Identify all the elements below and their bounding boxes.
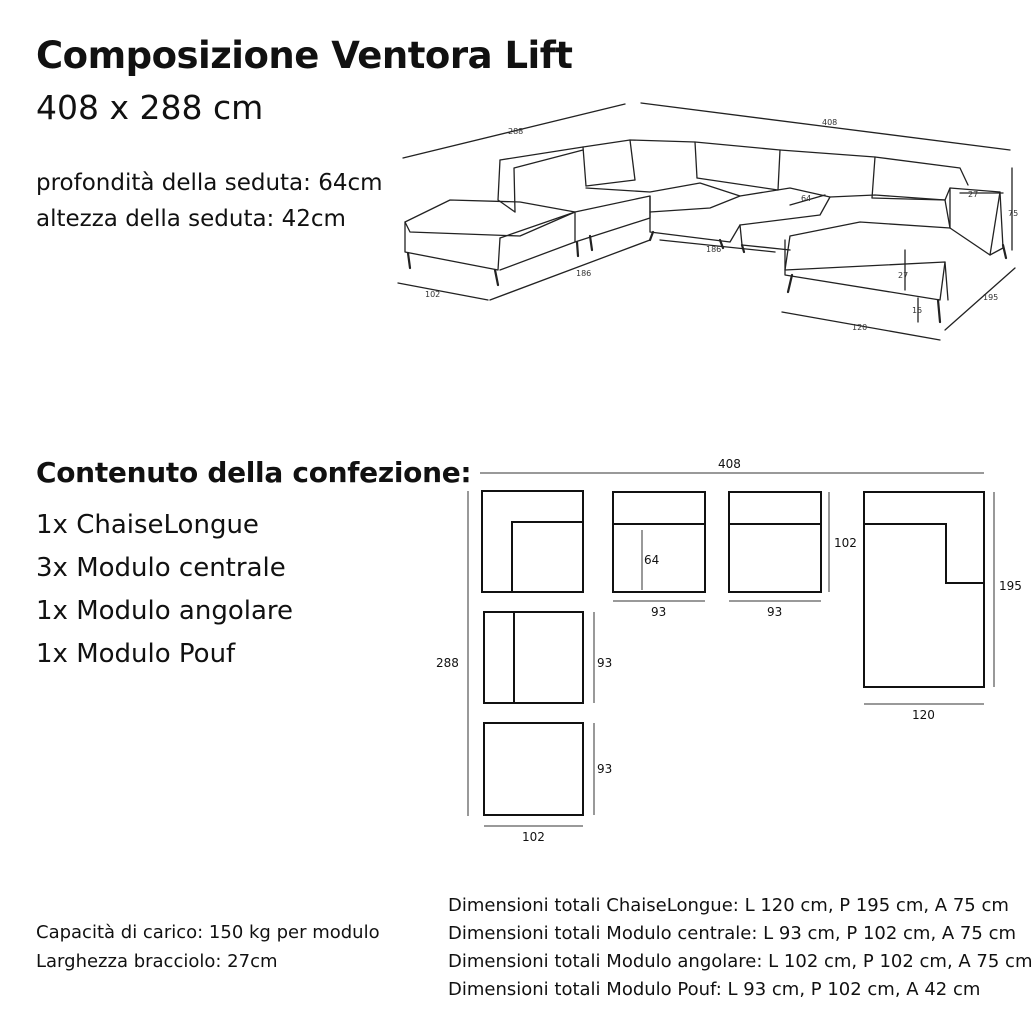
plan-dim-chaise-depth: 195 bbox=[999, 579, 1022, 593]
page-title: Composizione Ventora Lift bbox=[36, 34, 573, 77]
dims-pouf: Dimensioni totali Modulo Pouf: L 93 cm, … bbox=[448, 979, 981, 1000]
dims-corner: Dimensioni totali Modulo angolare: L 102… bbox=[448, 951, 1033, 972]
plan-dim-total-width: 408 bbox=[718, 457, 741, 471]
iso-dim-186a: 186 bbox=[576, 269, 591, 278]
load-capacity: Capacità di carico: 150 kg per modulo bbox=[36, 922, 380, 943]
plan-dim-pouf-height: 93 bbox=[597, 762, 612, 776]
dims-chaise: Dimensioni totali ChaiseLongue: L 120 cm… bbox=[448, 895, 1009, 916]
plan-dim-chaise-width: 120 bbox=[912, 708, 935, 722]
iso-dim-102: 102 bbox=[425, 290, 440, 299]
iso-dim-408: 408 bbox=[822, 118, 837, 127]
chaise-module bbox=[863, 491, 985, 688]
plan-dim-center1-width: 93 bbox=[651, 605, 666, 619]
plan-dim-center-depth: 102 bbox=[834, 536, 857, 550]
pouf-module bbox=[483, 722, 584, 816]
center-module-2 bbox=[728, 491, 822, 593]
package-item-pouf: 1x Modulo Pouf bbox=[36, 639, 236, 669]
package-item-chaise: 1x ChaiseLongue bbox=[36, 510, 259, 540]
iso-dim-15: 15 bbox=[912, 306, 922, 315]
package-item-corner: 1x Modulo angolare bbox=[36, 596, 294, 626]
seat-height-spec: altezza della seduta: 42cm bbox=[36, 206, 346, 232]
iso-dim-120: 120 bbox=[852, 323, 867, 332]
iso-dim-27-arm: 27 bbox=[968, 190, 978, 199]
center-module-3 bbox=[483, 611, 584, 704]
package-item-center: 3x Modulo centrale bbox=[36, 553, 286, 583]
iso-dim-288: 288 bbox=[508, 127, 523, 136]
corner-module bbox=[481, 490, 584, 593]
iso-dim-195: 195 bbox=[983, 293, 998, 302]
seat-depth-spec: profondità della seduta: 64cm bbox=[36, 170, 383, 196]
iso-dim-186b: 186 bbox=[706, 245, 721, 254]
package-heading: Contenuto della confezione: bbox=[36, 456, 472, 489]
plan-dim-center2-width: 93 bbox=[767, 605, 782, 619]
plan-dim-center3-height: 93 bbox=[597, 656, 612, 670]
dim-line-288 bbox=[402, 103, 626, 159]
iso-dim-27-seat: 27 bbox=[898, 271, 908, 280]
dim-line-408 bbox=[640, 102, 1011, 151]
chaise-top bbox=[784, 194, 951, 301]
plan-dim-seat-depth: 64 bbox=[644, 553, 659, 567]
pouf-side bbox=[404, 221, 501, 271]
plan-dim-total-height: 288 bbox=[436, 656, 459, 670]
iso-dim-75: 75 bbox=[1008, 209, 1018, 218]
plan-dim-pouf-width: 102 bbox=[522, 830, 545, 844]
armrest-width: Larghezza bracciolo: 27cm bbox=[36, 951, 278, 972]
backrest-top bbox=[499, 139, 969, 186]
center-module-1 bbox=[612, 491, 706, 593]
chaise-arm bbox=[944, 187, 1004, 256]
dims-center: Dimensioni totali Modulo centrale: L 93 … bbox=[448, 923, 1016, 944]
overall-size: 408 x 288 cm bbox=[36, 88, 264, 127]
iso-dim-64: 64 bbox=[801, 194, 811, 203]
